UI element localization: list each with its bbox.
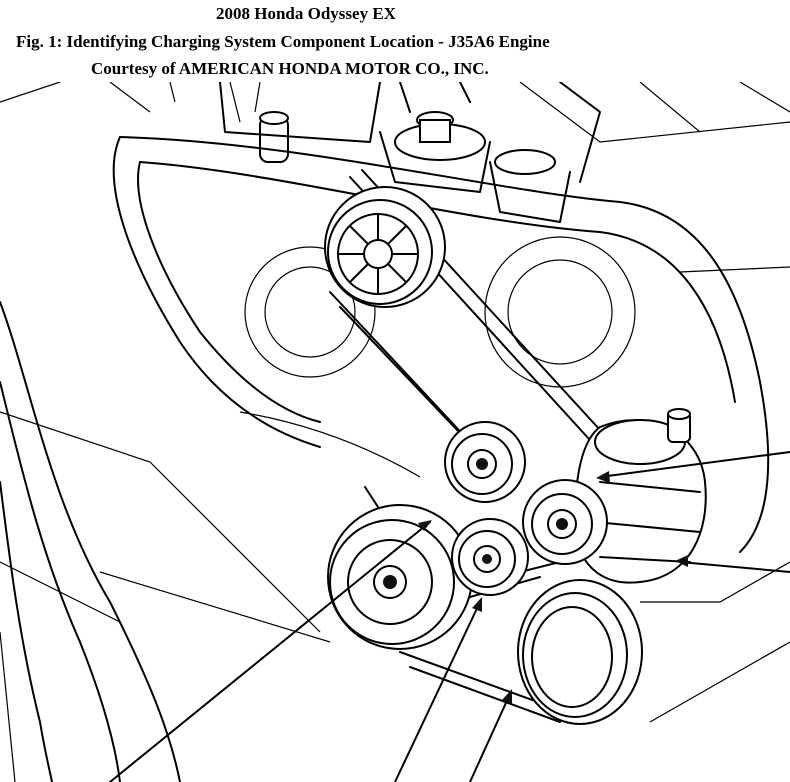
callout-line-5 [599,451,790,478]
crankshaft-pulley [327,504,473,650]
callout-line-2 [394,601,481,782]
engine-belt-diagram [0,82,790,782]
callout-line-3 [469,693,511,782]
document-title: 2008 Honda Odyssey EX [216,4,396,23]
tensioner-pulley [444,421,526,503]
engine-top-components [219,82,601,223]
idler-pulley [451,518,529,596]
upper-pulley [324,186,446,308]
callout-line-4 [679,561,790,573]
engine-bay-background [0,82,790,782]
alternator [522,408,707,584]
figure-caption: Fig. 1: Identifying Charging System Comp… [16,32,550,51]
figure-credit: Courtesy of AMERICAN HONDA MOTOR CO., IN… [91,59,489,78]
callout-arrows [109,451,790,782]
diagram-svg [0,82,790,782]
callout-line-1 [109,521,431,782]
figure-header: 2008 Honda Odyssey EX Fig. 1: Identifyin… [0,0,790,82]
lower-pulley [517,579,643,725]
timing-cover [112,136,770,553]
